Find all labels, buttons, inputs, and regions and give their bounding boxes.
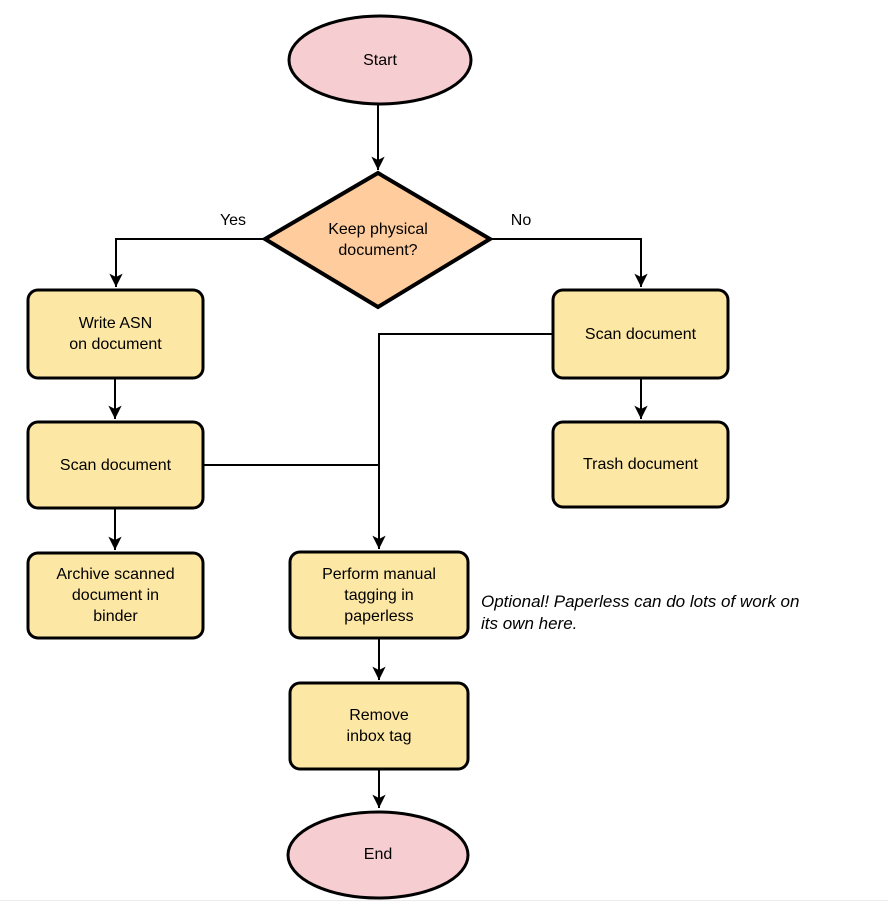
edge-scan-right-to-tagging: [372, 333, 553, 549]
decision-node-shape: [261, 170, 494, 310]
tagging-node-label: Perform manual tagging in paperless: [322, 565, 436, 625]
trash-node-label: Trash document: [582, 456, 698, 473]
trash-node-shape: [551, 420, 730, 509]
scan-left-node-label: Scan document: [59, 456, 172, 474]
window-bottom-edge: [0, 900, 888, 901]
archive-node-shape: [26, 551, 205, 640]
start-node-label: Start: [363, 51, 397, 69]
end-node-label: End: [363, 846, 393, 863]
tagging-node-shape: [288, 550, 470, 640]
optional-note: Optional! Paperless can do lots of work …: [481, 592, 800, 633]
write-asn-node-shape: [26, 288, 205, 380]
edge-decision-yes-to-write-asn: [109, 238, 265, 287]
edge-decision-no-to-scan-right: [490, 238, 648, 287]
scan-right-node-label: Scan document: [584, 325, 697, 343]
remove-inbox-node-label: Remove inbox tag: [346, 707, 412, 745]
start-node-shape: [287, 14, 473, 106]
scan-left-node-shape: [26, 420, 205, 510]
archive-node-label: Archive scanned document in binder: [56, 566, 175, 625]
write-asn-node-label: Write ASN on document: [69, 315, 162, 353]
scan-right-node-shape: [551, 288, 730, 380]
decision-node-label: Keep physical document?: [328, 221, 428, 259]
edge-label-yes: Yes: [219, 212, 247, 229]
end-node-shape: [286, 810, 470, 900]
edge-label-no: No: [510, 212, 532, 229]
remove-inbox-node-shape: [288, 681, 470, 771]
